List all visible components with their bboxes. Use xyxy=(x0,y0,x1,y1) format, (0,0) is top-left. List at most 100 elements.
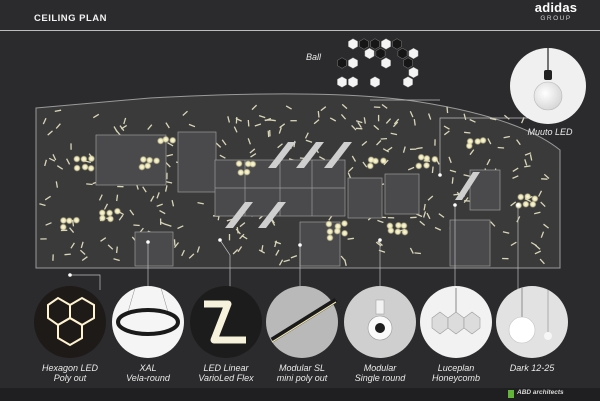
scatter-fixture xyxy=(79,249,86,255)
scatter-fixture xyxy=(538,190,543,197)
scatter-fixture xyxy=(283,259,290,263)
scatter-fixture xyxy=(355,127,363,130)
scatter-fixture xyxy=(376,140,382,146)
scatter-fixture xyxy=(543,223,549,229)
scatter-fixture xyxy=(524,165,531,168)
scatter-fixture xyxy=(239,222,246,228)
hexagon-led-light xyxy=(423,154,431,163)
ball-hexagon xyxy=(348,57,358,69)
scatter-fixture xyxy=(416,147,423,150)
scatter-fixture xyxy=(512,175,519,179)
title-divider xyxy=(0,30,600,31)
scatter-fixture xyxy=(503,114,510,120)
hexagon-led-light xyxy=(59,216,68,225)
hexagon-led-light xyxy=(422,161,431,170)
scatter-fixture xyxy=(98,194,103,201)
spotlight-photo xyxy=(344,286,416,358)
scatter-fixture xyxy=(274,241,282,245)
scatter-fixture xyxy=(215,142,222,148)
scatter-fixture xyxy=(80,241,84,249)
scatter-fixture xyxy=(44,195,51,201)
scatter-fixture xyxy=(173,242,180,249)
scatter-fixture xyxy=(290,254,298,259)
scatter-fixture xyxy=(237,246,243,253)
scatter-fixture xyxy=(167,142,174,147)
hexagon-led-light xyxy=(139,155,147,164)
scatter-fixture xyxy=(129,209,135,216)
hexagon-led-light xyxy=(237,168,245,177)
scatter-fixture xyxy=(540,231,545,238)
scatter-fixture xyxy=(344,259,347,266)
scatter-fixture xyxy=(540,201,546,208)
scatter-fixture xyxy=(524,159,528,166)
scatter-fixture xyxy=(446,106,449,114)
ball-hexagon xyxy=(337,57,347,69)
hexagon-led-light xyxy=(325,220,333,228)
scatter-fixture xyxy=(156,203,163,207)
scatter-fixture xyxy=(42,117,47,125)
hexagon-led-light xyxy=(72,216,81,224)
honeycomb-pendant-photo xyxy=(420,286,492,358)
scatter-fixture xyxy=(165,122,170,129)
scatter-fixture xyxy=(107,244,114,250)
scatter-fixture xyxy=(249,148,256,154)
hexagon-led-light xyxy=(371,157,380,165)
scatter-fixture xyxy=(115,129,121,136)
scatter-fixture xyxy=(251,104,258,111)
scatter-fixture xyxy=(293,140,296,148)
scatter-fixture xyxy=(340,113,347,120)
hexagon-led-light xyxy=(81,163,89,171)
scatter-fixture xyxy=(490,221,496,227)
footer-accent xyxy=(508,390,514,398)
scatter-fixture xyxy=(373,124,380,131)
scatter-fixture xyxy=(279,123,286,129)
scatter-fixture xyxy=(197,201,204,205)
scatter-fixture xyxy=(123,117,127,125)
scatter-fixture xyxy=(409,110,414,118)
scatter-fixture xyxy=(419,220,426,226)
scatter-fixture xyxy=(66,158,71,165)
scatter-fixture xyxy=(166,153,174,157)
fixture-label-dark: Dark 12-25 xyxy=(509,363,555,373)
scatter-fixture xyxy=(534,211,541,215)
scatter-fixture xyxy=(381,103,388,109)
ball-hexagon xyxy=(381,57,391,69)
scatter-fixture xyxy=(414,252,421,255)
footer-credit: ABD architects xyxy=(517,389,564,396)
scatter-fixture xyxy=(275,249,280,256)
scatter-fixture xyxy=(115,246,118,254)
scatter-fixture xyxy=(278,259,284,266)
hexagon-led-light xyxy=(106,209,114,217)
globe-pendant-photo xyxy=(496,286,568,358)
hexagon-led-light xyxy=(394,228,402,236)
scatter-fixture xyxy=(305,139,313,143)
scatter-fixture xyxy=(409,247,414,254)
scatter-fixture xyxy=(165,180,173,184)
scatter-fixture xyxy=(431,166,434,174)
ball-hexagon xyxy=(359,38,369,50)
linear-bar-photo xyxy=(266,286,338,358)
scatter-fixture xyxy=(267,130,270,138)
scatter-fixture xyxy=(453,193,460,196)
scatter-fixture xyxy=(489,117,497,121)
ball-hexagon xyxy=(403,57,413,69)
hexagon-led-light xyxy=(465,142,473,150)
scatter-fixture xyxy=(48,157,56,162)
scatter-fixture xyxy=(497,146,505,149)
scatter-fixture xyxy=(377,219,384,224)
brand-name: adidas xyxy=(534,0,578,15)
hexagon-led-light xyxy=(340,219,349,228)
scatter-fixture xyxy=(196,246,201,253)
scatter-fixture xyxy=(543,173,550,179)
scatter-fixture xyxy=(392,121,399,128)
scatter-fixture xyxy=(413,119,416,126)
brand-logo: adidas GROUP xyxy=(526,1,586,23)
scatter-fixture xyxy=(510,201,517,207)
hexagon-led-light xyxy=(162,135,170,144)
hexagon-led-light xyxy=(87,164,95,172)
scatter-fixture xyxy=(464,131,471,134)
hexagon-led-light xyxy=(531,195,539,203)
scatter-fixture xyxy=(164,185,168,192)
